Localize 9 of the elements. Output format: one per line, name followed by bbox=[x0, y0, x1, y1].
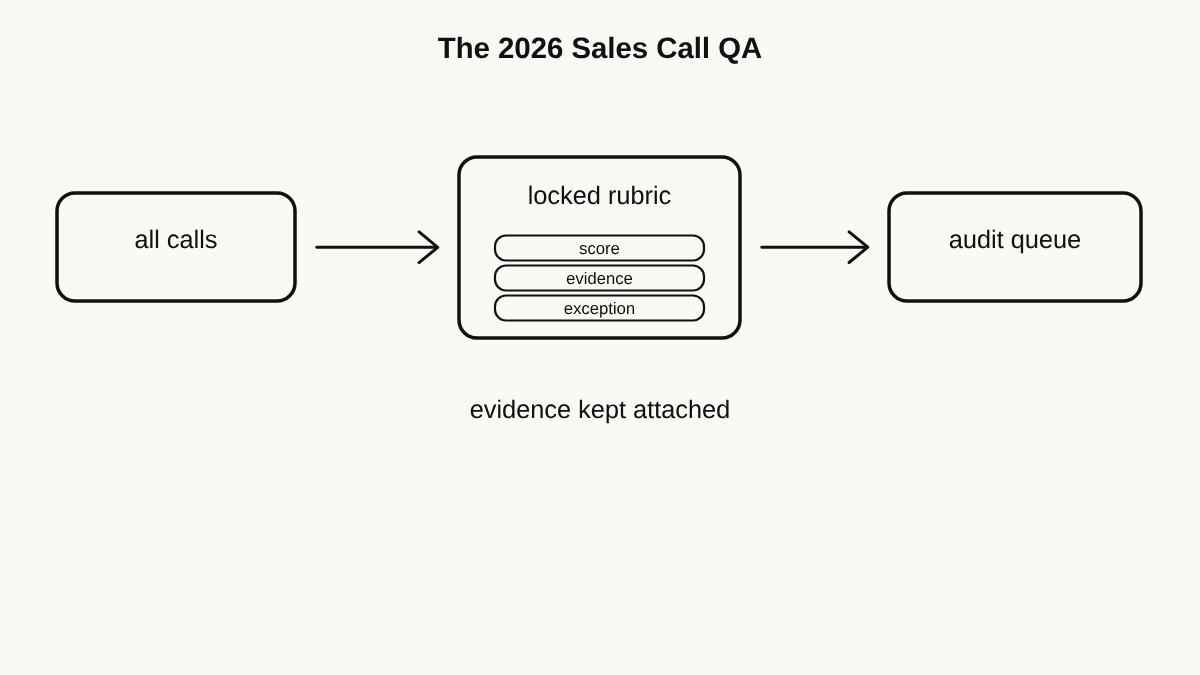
process-box: all calls bbox=[55, 191, 297, 303]
note-text: evidence kept attached bbox=[470, 399, 729, 424]
arrow bbox=[760, 230, 870, 265]
list-item: evidence bbox=[493, 264, 706, 292]
list-item: score bbox=[493, 234, 706, 262]
process-box: audit queue bbox=[887, 191, 1143, 303]
title: The 2026 Sales Call QA bbox=[438, 36, 762, 64]
arrow bbox=[315, 230, 440, 265]
list-item: exception bbox=[493, 294, 706, 322]
